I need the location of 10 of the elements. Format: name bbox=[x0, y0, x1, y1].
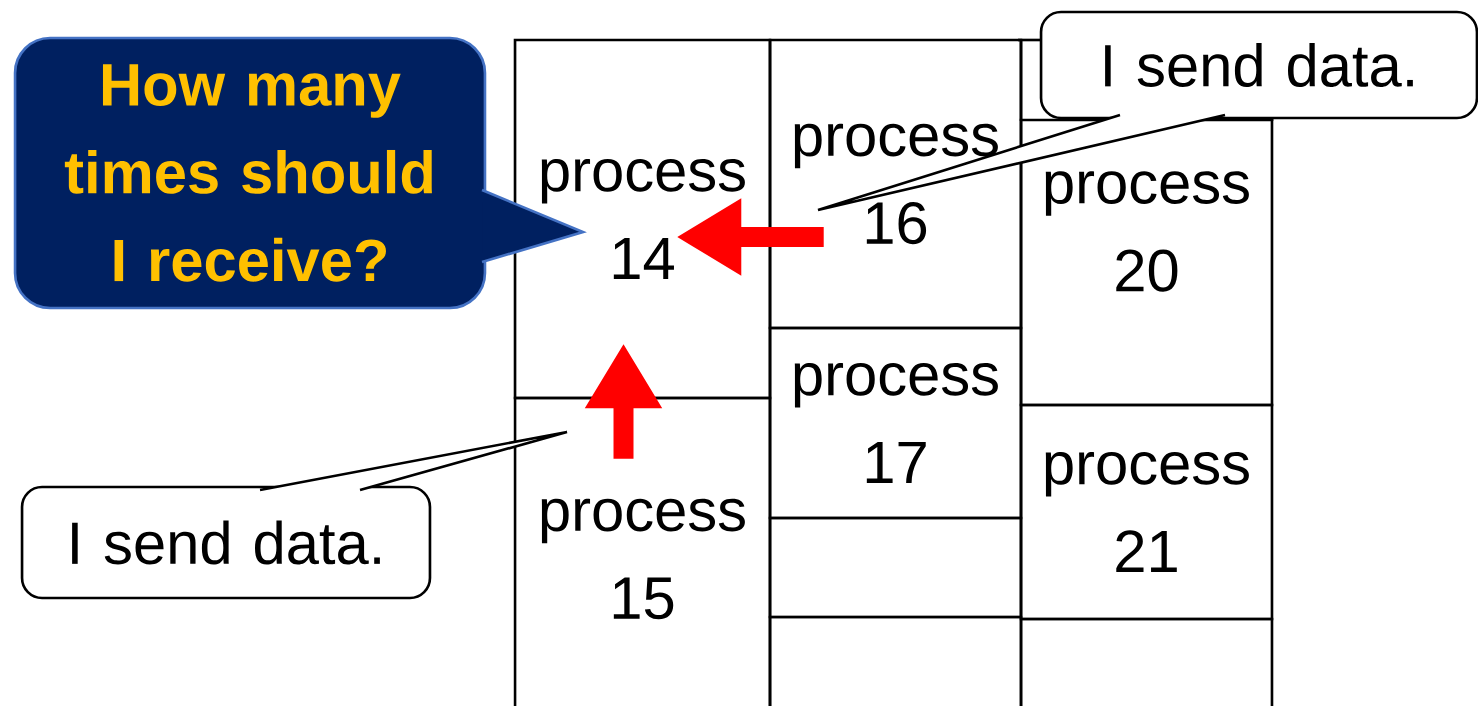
process-box: process 14 bbox=[513, 38, 772, 400]
empty-box bbox=[768, 516, 1023, 619]
process-box: process 16 bbox=[768, 38, 1023, 330]
process-box: process 20 bbox=[1019, 118, 1274, 407]
node-label: I send data. bbox=[1105, 43, 1413, 87]
process-box: process 15 bbox=[513, 396, 772, 706]
process-box: process 21 bbox=[1019, 403, 1274, 621]
process-box: process 17 bbox=[768, 326, 1023, 520]
empty-box bbox=[768, 615, 1023, 706]
empty-box bbox=[1019, 617, 1274, 706]
